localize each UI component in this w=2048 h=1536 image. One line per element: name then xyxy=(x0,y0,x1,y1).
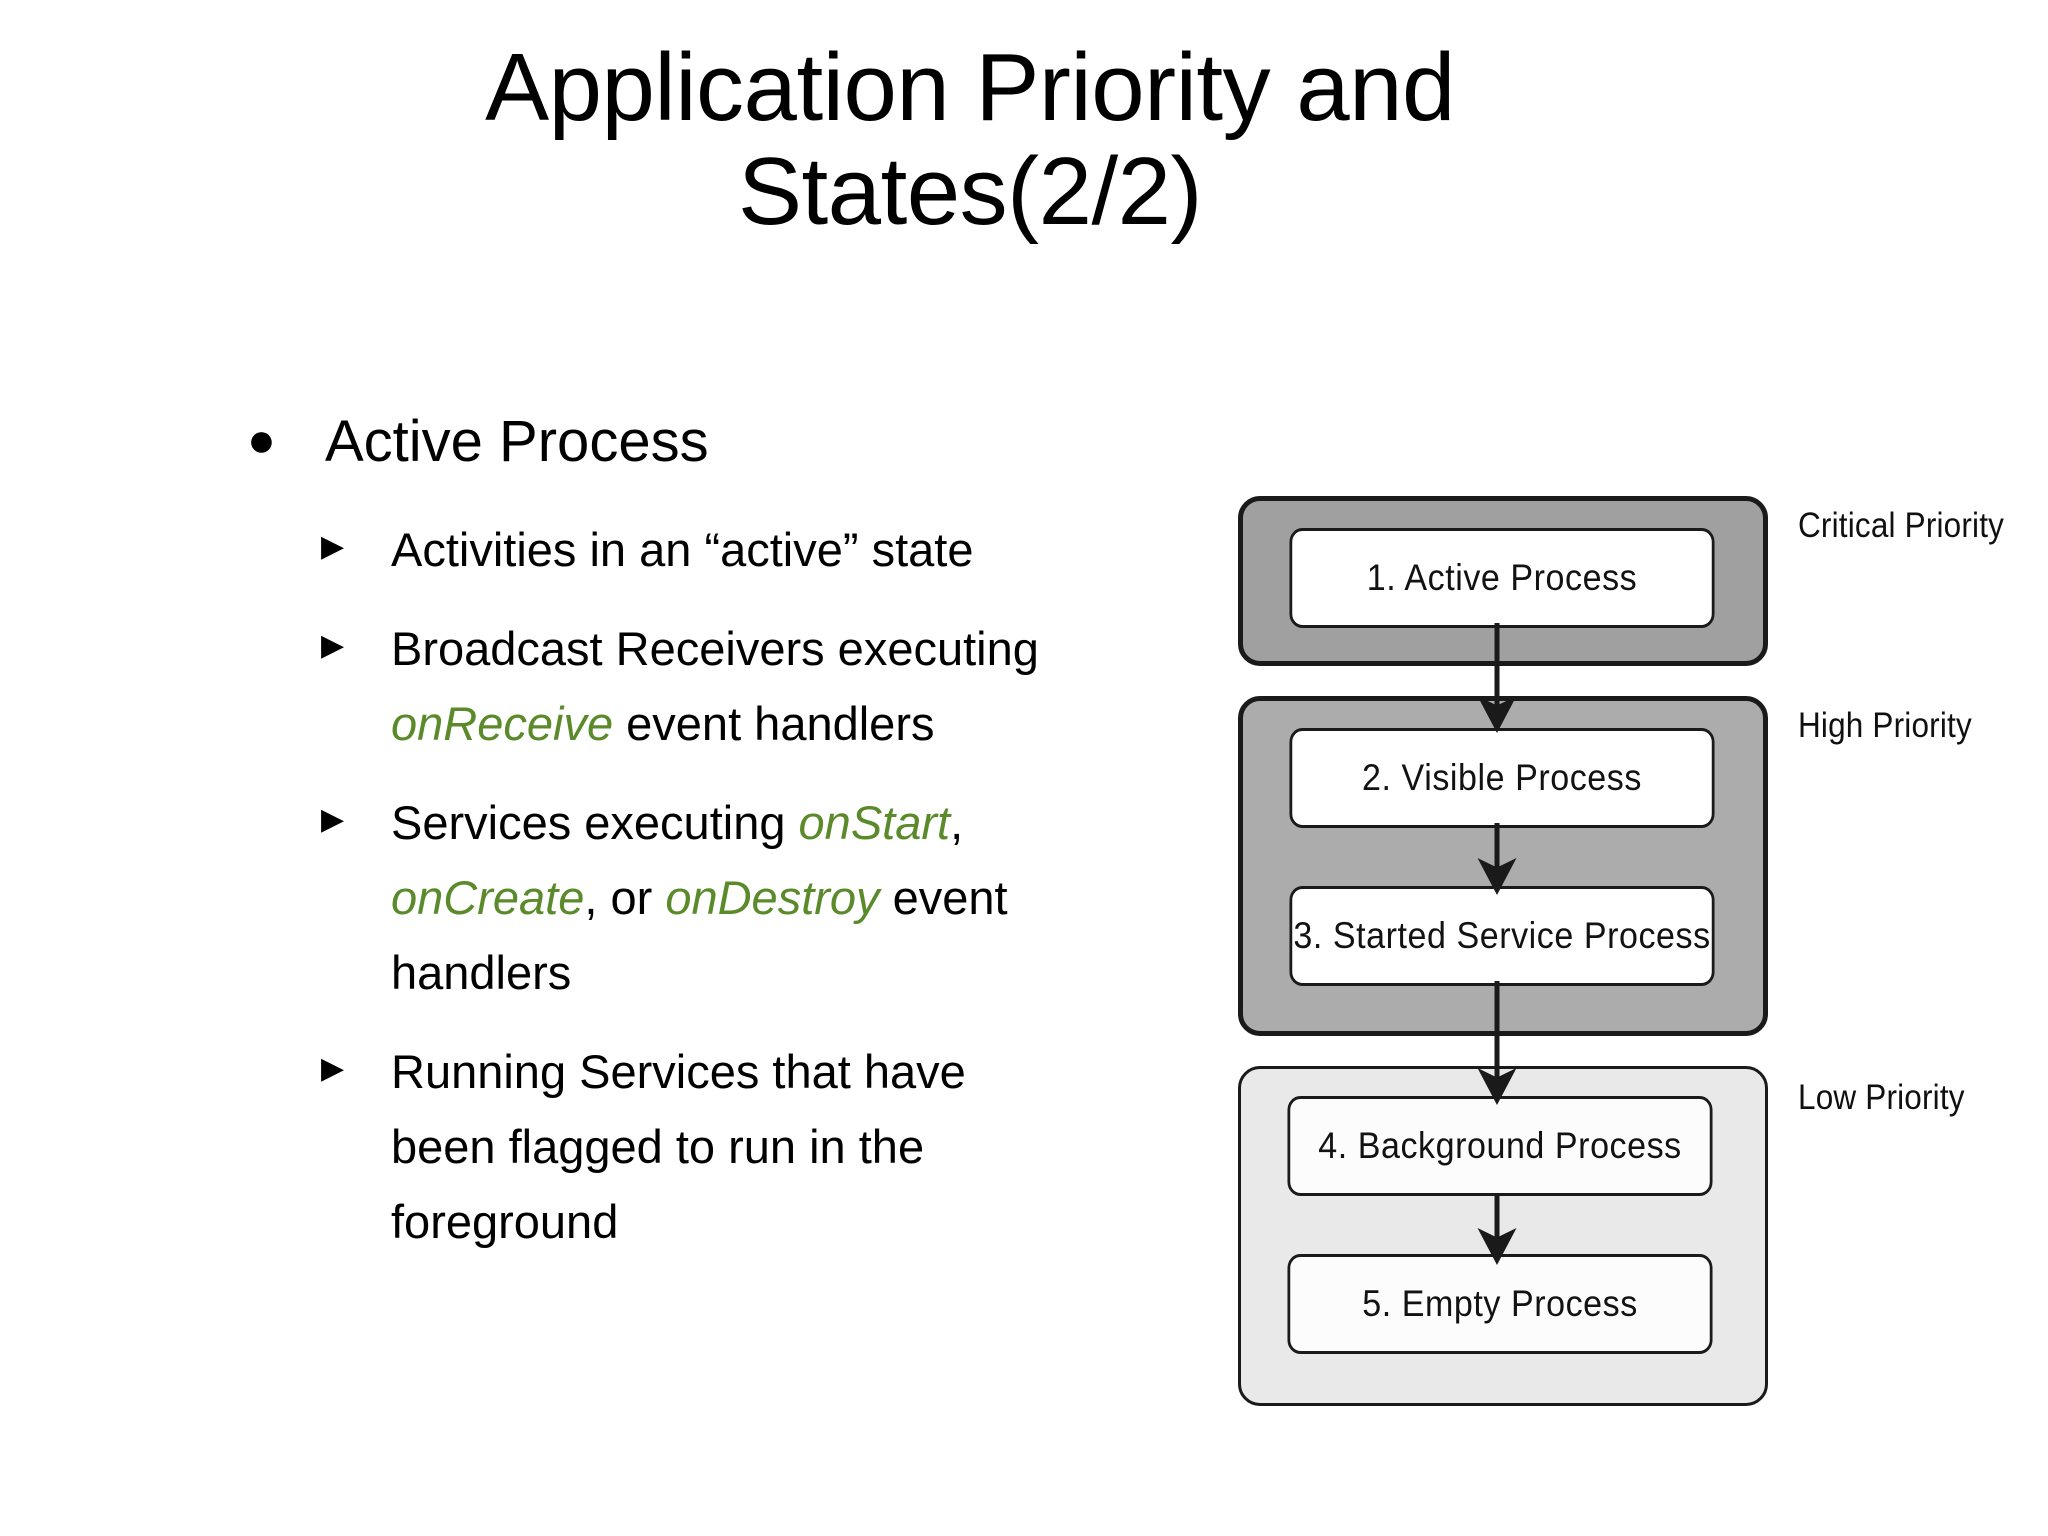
text-run: Activities in an “active” state xyxy=(391,523,974,576)
triangle-bullet-icon: ▶ xyxy=(321,1052,345,1085)
triangle-bullet-icon: ▶ xyxy=(321,530,345,563)
code-token-onreceive: onReceive xyxy=(391,697,614,750)
process-box-background: 4. Background Process xyxy=(1287,1096,1713,1196)
process-box-empty: 5. Empty Process xyxy=(1287,1254,1713,1354)
triangle-bullet-icon: ▶ xyxy=(321,629,345,662)
process-box-active: 1. Active Process xyxy=(1289,528,1715,628)
text-run: Services executing xyxy=(391,796,799,849)
list-item-services-lifecycle: ▶ Services executing onStart, onCreate, … xyxy=(321,785,1075,1010)
text-run: , or xyxy=(584,871,666,924)
bullet-active-process: ● Active Process xyxy=(245,410,1075,474)
priority-label-critical: Critical Priority xyxy=(1798,506,2005,545)
text-run: Running Services that have been flagged … xyxy=(391,1045,966,1248)
sub-bullet-list: ▶ Activities in an “active” state ▶ Broa… xyxy=(321,512,1075,1259)
process-box-visible: 2. Visible Process xyxy=(1289,728,1715,828)
list-item-services-lifecycle-text: Services executing onStart, onCreate, or… xyxy=(391,785,1075,1010)
text-run: event handlers xyxy=(613,697,935,750)
slide-body: ● Active Process ▶ Activities in an “act… xyxy=(245,410,1075,1283)
list-item-broadcast-receivers-text: Broadcast Receivers executing onReceive … xyxy=(391,611,1075,761)
list-item-activities: ▶ Activities in an “active” state xyxy=(321,512,1075,587)
priority-group-high: 2. Visible Process 3. Started Service Pr… xyxy=(1238,696,1768,1036)
priority-label-high: High Priority xyxy=(1798,706,1972,745)
triangle-bullet-icon: ▶ xyxy=(321,803,345,836)
code-token-oncreate: onCreate xyxy=(391,871,585,924)
page-title-line-1: Application Priority and xyxy=(485,34,1455,141)
text-run: Broadcast Receivers executing xyxy=(391,622,1039,675)
page-title: Application Priority and States(2/2) xyxy=(190,40,1750,240)
list-item-foreground-services: ▶ Running Services that have been flagge… xyxy=(321,1034,1075,1259)
code-token-ondestroy: onDestroy xyxy=(665,871,880,924)
bullet-active-process-label: Active Process xyxy=(325,409,709,474)
text-run: , xyxy=(950,796,964,849)
priority-label-low: Low Priority xyxy=(1798,1078,1965,1117)
list-item-broadcast-receivers: ▶ Broadcast Receivers executing onReceiv… xyxy=(321,611,1075,761)
priority-group-low: 4. Background Process 5. Empty Process xyxy=(1238,1066,1768,1406)
code-token-onstart: onStart xyxy=(798,796,951,849)
process-box-started-service: 3. Started Service Process xyxy=(1289,886,1715,986)
page-title-line-2: States(2/2) xyxy=(737,138,1203,245)
text-run: event handlers xyxy=(391,871,1008,999)
priority-group-critical: 1. Active Process xyxy=(1238,496,1768,666)
list-item-activities-text: Activities in an “active” state xyxy=(391,512,1075,587)
list-item-foreground-services-text: Running Services that have been flagged … xyxy=(391,1034,1075,1259)
process-priority-diagram: 1. Active Process 2. Visible Process 3. … xyxy=(1238,496,2004,1406)
bullet-dot-icon: ● xyxy=(247,414,276,467)
